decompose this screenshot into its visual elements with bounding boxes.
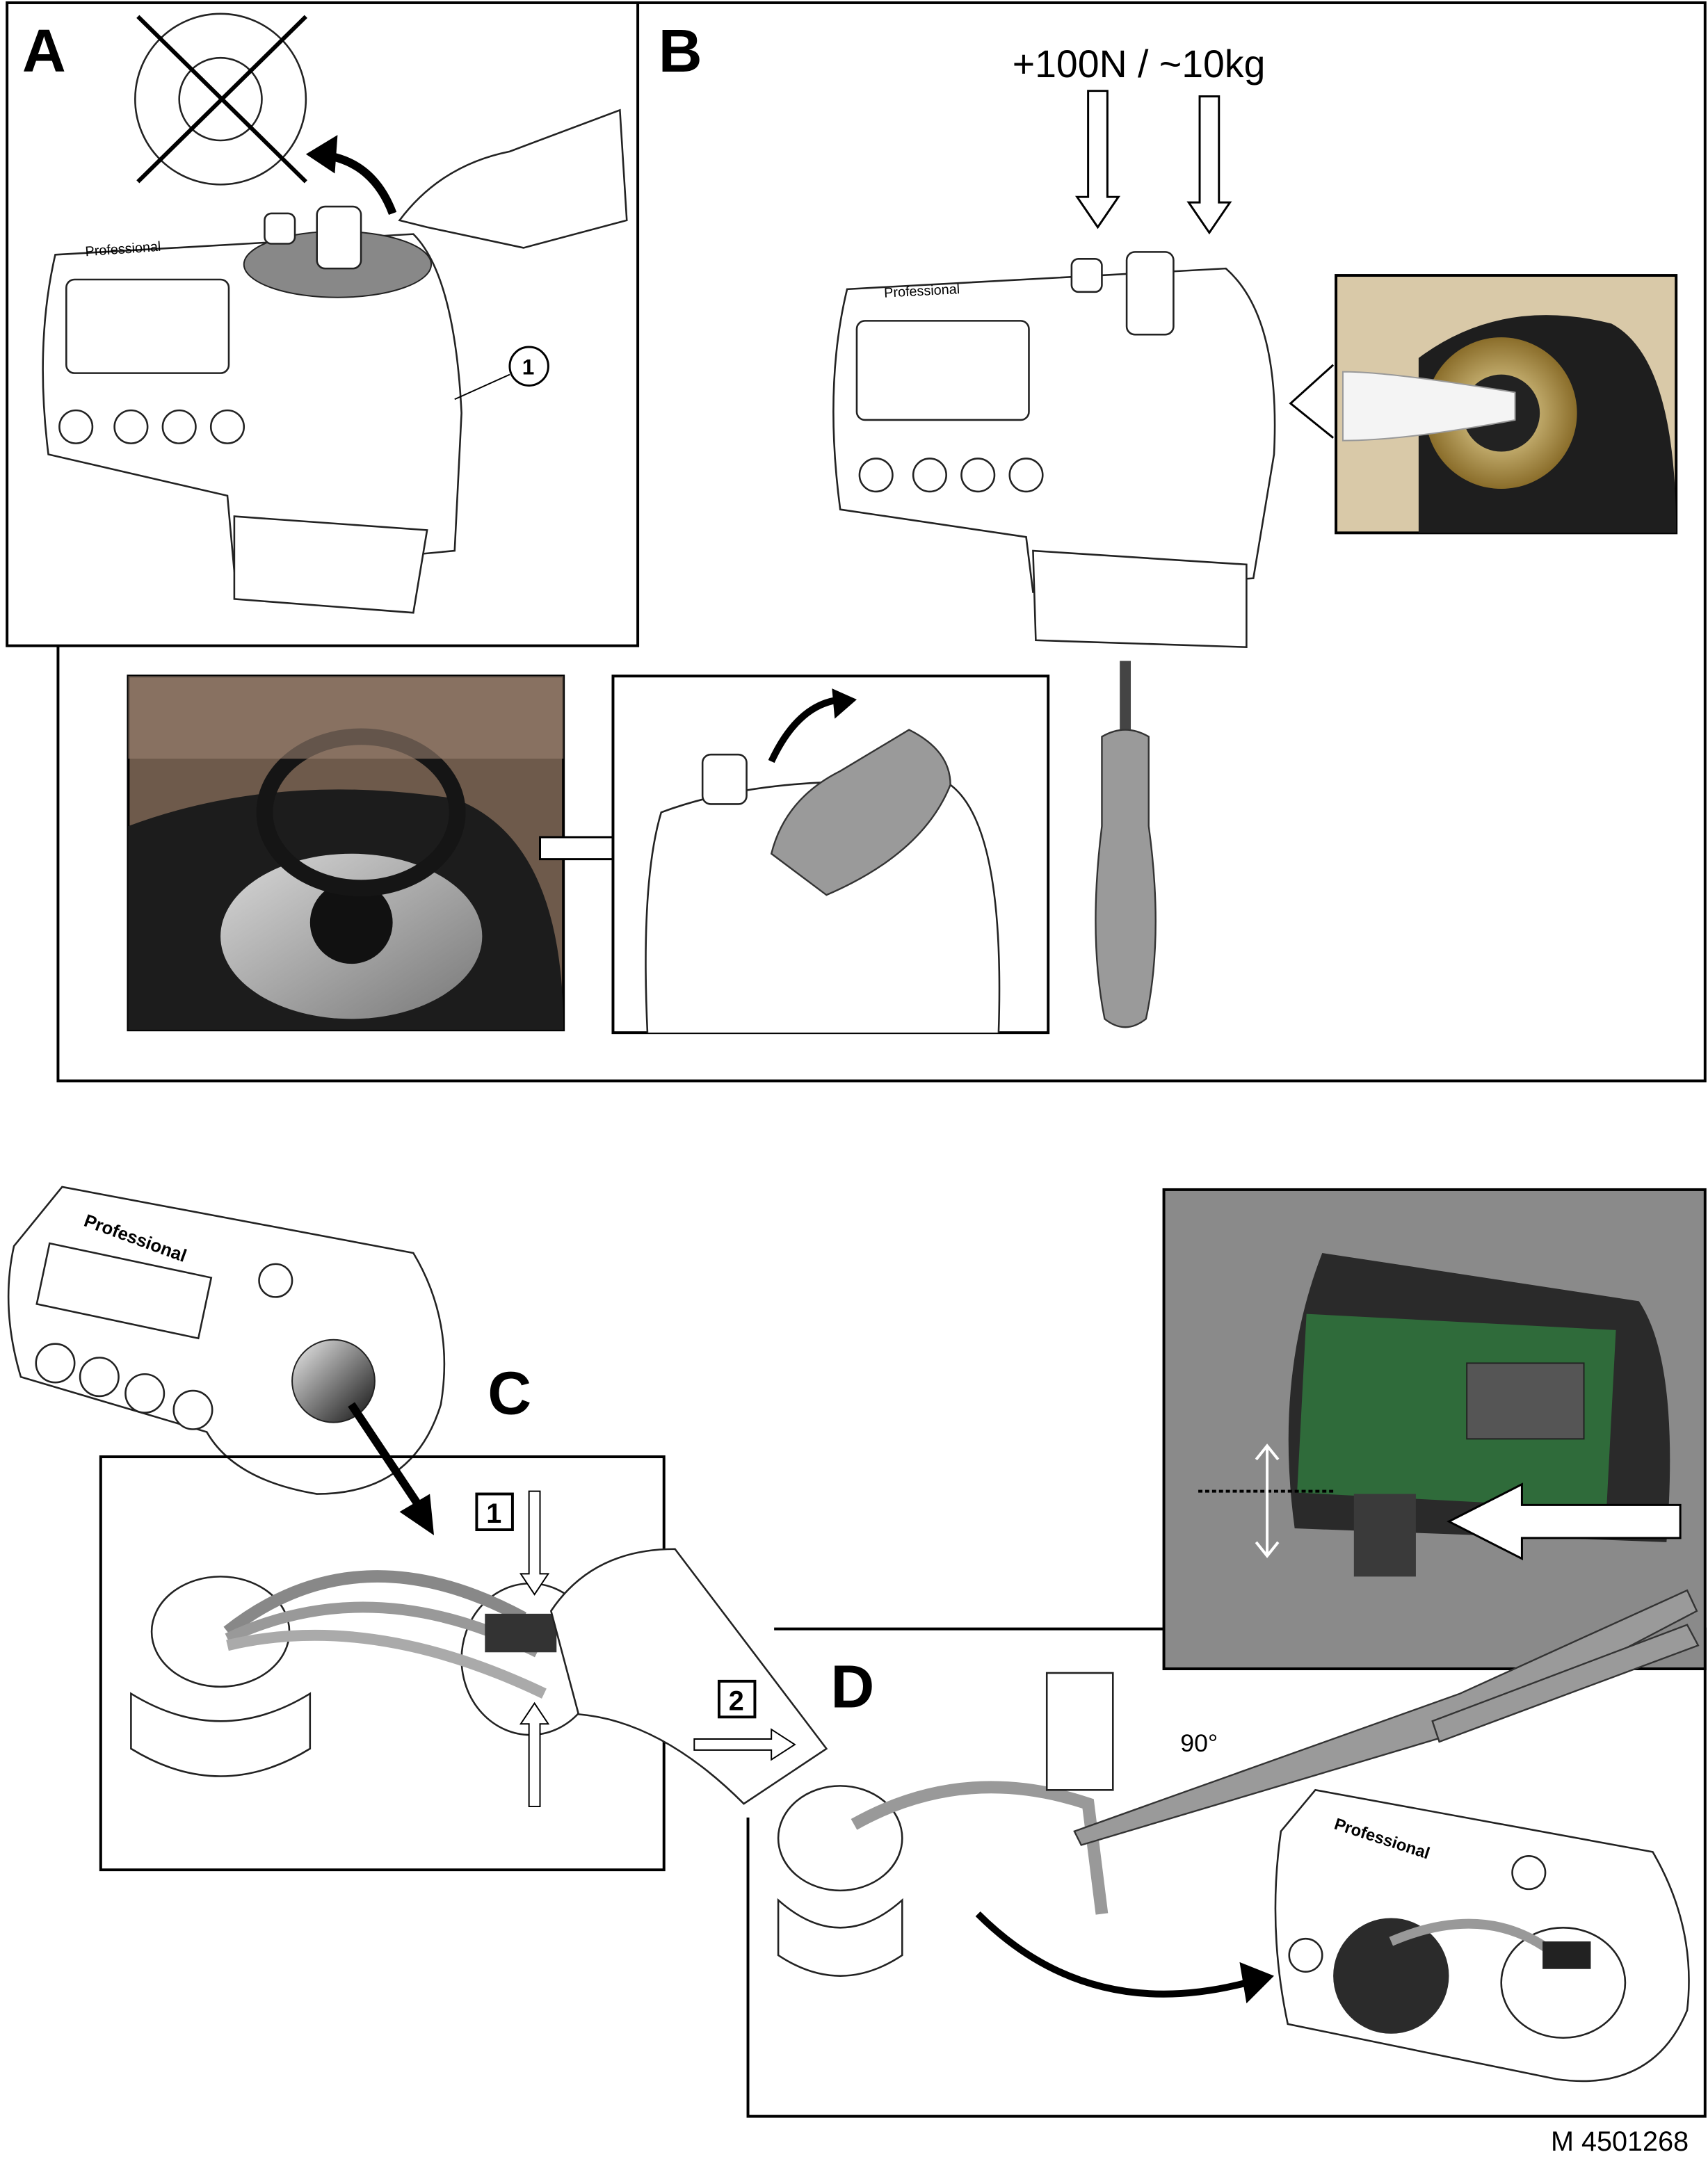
insert-arrow-head-icon [1239, 1962, 1274, 2004]
panel-c-label: C [488, 1360, 531, 1428]
zoom-arrow-icon [348, 1402, 424, 1510]
photo-pcb-connector [1162, 1188, 1707, 1671]
force-arrow-icon [1074, 90, 1232, 235]
hand-c [549, 1548, 828, 1805]
photo-ring-removed [127, 674, 565, 1032]
handle-top-view: Professional [7, 1186, 446, 1495]
pointer-chevron [1289, 364, 1335, 439]
squeeze-arrow-down-icon [519, 1490, 550, 1596]
screwdriver [1095, 661, 1157, 1028]
callout-circle [508, 346, 549, 387]
step-2-box [717, 1679, 757, 1719]
step-2-number: 2 [729, 1685, 744, 1716]
hand-a [398, 108, 628, 249]
joystick-handle-b: Professional [832, 251, 1276, 649]
insert-arrow-icon [975, 1911, 1248, 1998]
photo-ring-pry [1335, 274, 1678, 535]
pliers [1073, 1589, 1700, 1846]
callout-number: 1 [522, 355, 535, 380]
zoom-arrow-head-icon [399, 1494, 435, 1535]
document-number: M 4501268 [1551, 2126, 1689, 2157]
squeeze-arrow-up-icon [519, 1701, 550, 1808]
crossed-out-ring-icon [134, 13, 307, 186]
handle-installed-view: Professional [1274, 1788, 1690, 2083]
pull-arrow-icon [693, 1728, 796, 1761]
joystick-handle-a: Professional [42, 205, 462, 614]
drawing-gaiter-lift [611, 674, 1050, 1035]
force-label: +100N / ~10kg [1013, 42, 1266, 86]
panel-b-label: B [659, 17, 702, 85]
panel-d-label: D [830, 1653, 874, 1720]
angle-label: 90° [1180, 1729, 1218, 1757]
step-1-number: 1 [486, 1498, 501, 1529]
arrow-head-icon [305, 135, 338, 174]
step-1-box [475, 1492, 514, 1532]
sensor-module-d [777, 1672, 1114, 1977]
panel-a-label: A [22, 17, 66, 85]
